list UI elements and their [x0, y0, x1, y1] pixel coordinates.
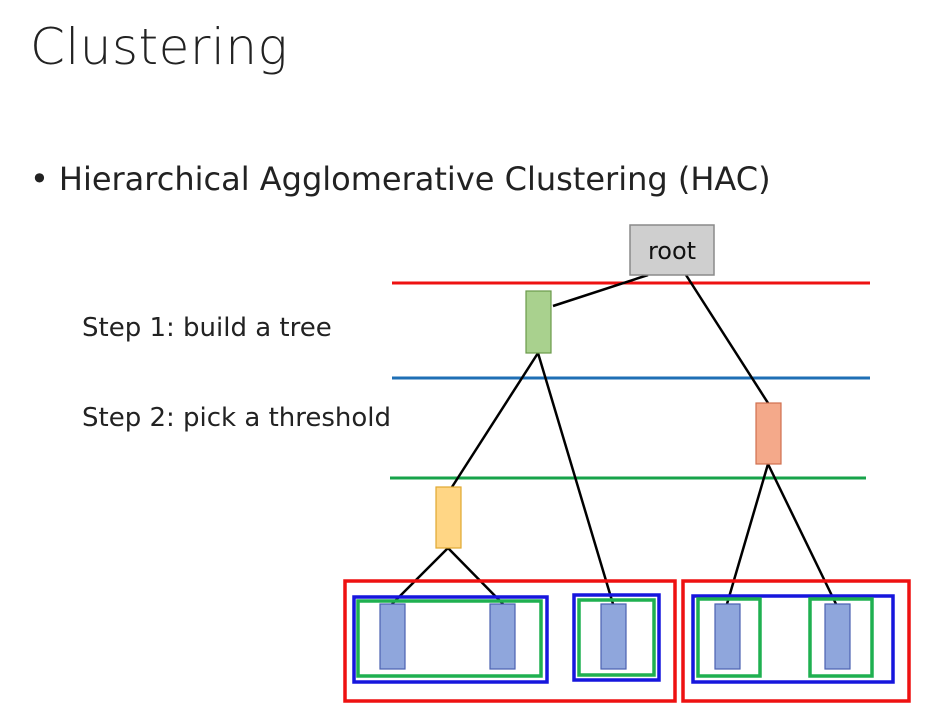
cluster-box-green-4: [808, 597, 874, 678]
step-2-label: Step 2: pick a threshold: [82, 403, 392, 433]
node-orange: [755, 402, 782, 465]
root-node: [629, 224, 715, 276]
cluster-box-green-2: [577, 598, 656, 677]
cluster-box-red-left: [343, 579, 677, 703]
leaf-3: [600, 603, 627, 670]
cluster-box-blue-2: [572, 593, 661, 682]
step-1-label: Step 1: build a tree: [82, 313, 332, 343]
edge-orange-leaf4: [725, 463, 770, 605]
node-yellow: [435, 486, 462, 549]
edge-green-leaf3: [536, 352, 615, 605]
leaf-5: [824, 603, 851, 670]
edge-green-yellow: [450, 352, 540, 488]
edge-yellow-leaf2: [447, 547, 504, 605]
cluster-box-green-1: [356, 599, 543, 678]
cluster-box-blue-1: [352, 595, 549, 684]
bullet-text: Hierarchical Agglomerative Clustering (H…: [58, 160, 771, 198]
edge-yellow-leaf1: [391, 547, 449, 605]
leaf-1: [379, 603, 406, 670]
node-green: [525, 290, 552, 354]
slide-title: Clustering: [30, 18, 289, 76]
edge-root-green: [552, 273, 649, 308]
bullet-dot: •: [30, 160, 49, 198]
root-label: root: [648, 237, 696, 265]
leaf-4: [714, 603, 741, 670]
edge-root-orange: [684, 274, 770, 404]
leaf-2: [489, 603, 516, 670]
cluster-box-green-3: [696, 597, 762, 678]
edge-orange-leaf5: [766, 463, 838, 605]
bullet-item: •Hierarchical Agglomerative Clustering (…: [30, 160, 771, 198]
cluster-box-blue-3: [691, 594, 895, 684]
cluster-box-red-right: [681, 579, 911, 703]
